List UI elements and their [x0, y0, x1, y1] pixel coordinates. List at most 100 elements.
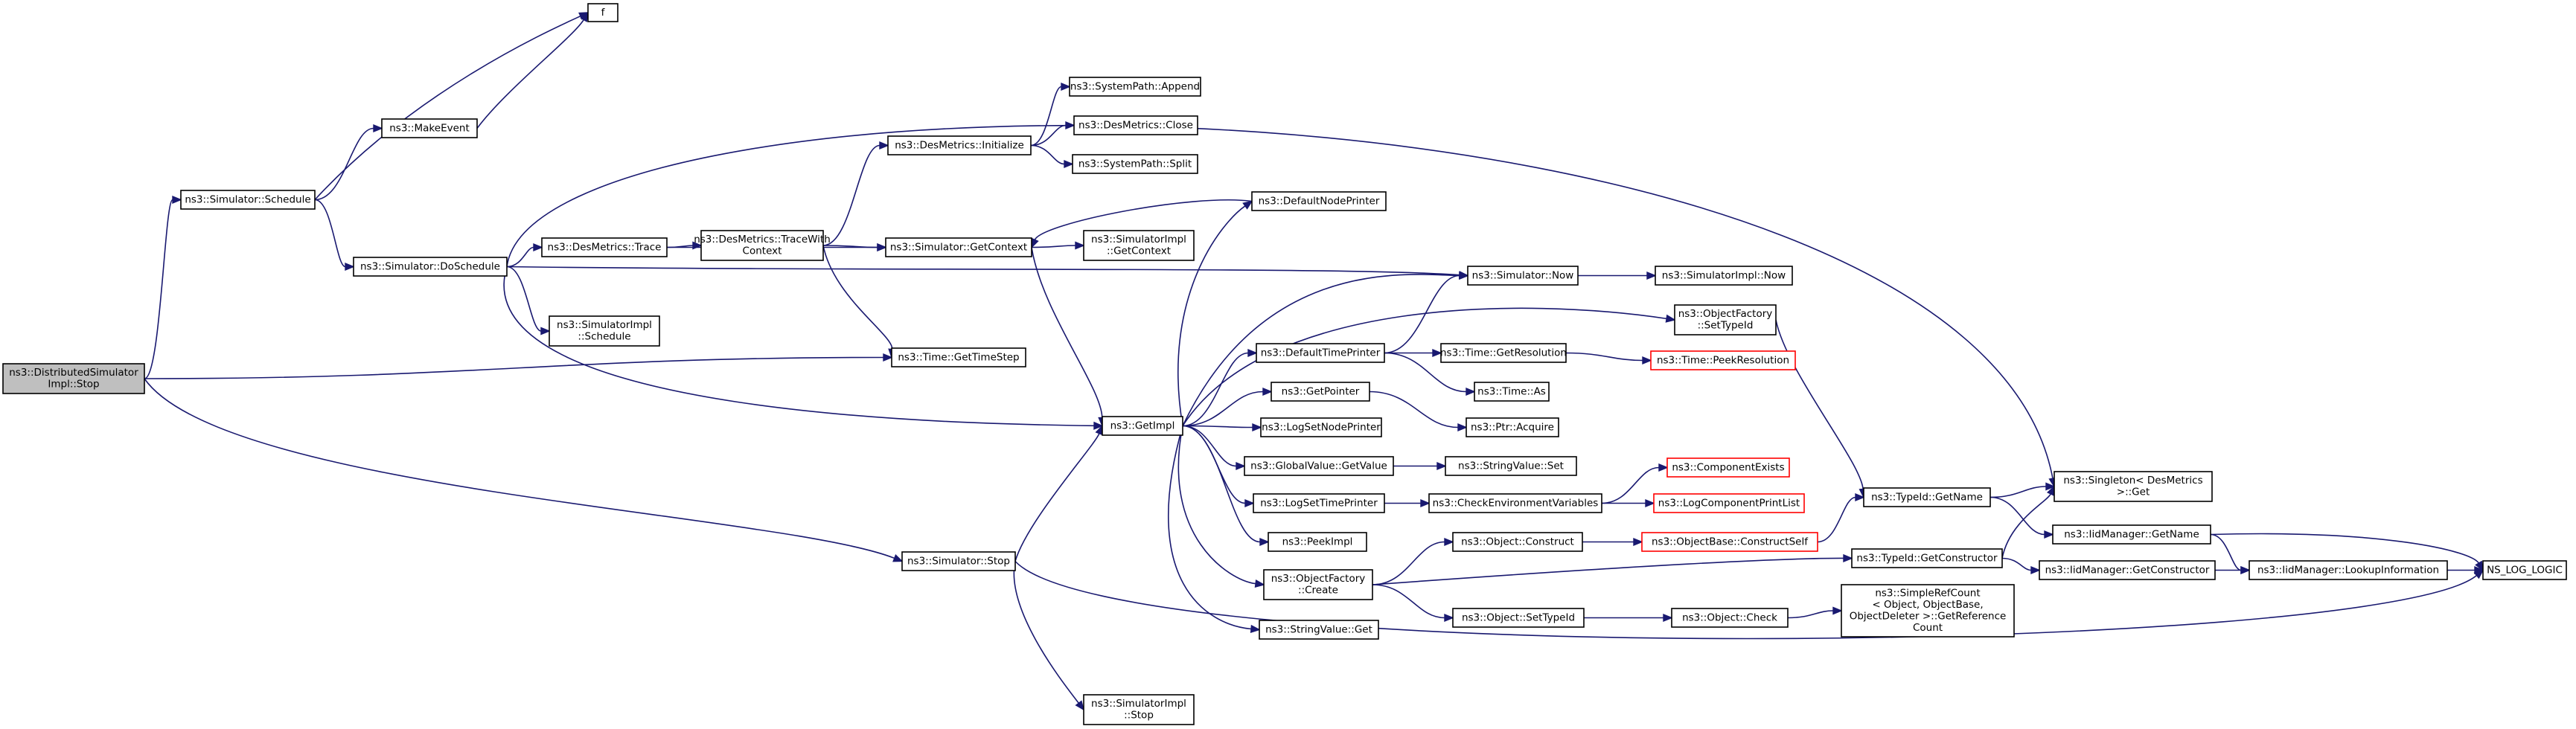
node-sim-stop[interactable]: ns3::Simulator::Stop [901, 551, 1016, 571]
node-log-set-node-printer[interactable]: ns3::LogSetNodePrinter [1260, 417, 1382, 437]
node-box [353, 257, 508, 277]
node-typeid-getctor[interactable]: ns3::TypeId::GetConstructor [1851, 548, 2003, 568]
arrowhead-log_set_time_printer-to-check_env [1420, 498, 1431, 508]
node-ns-log-logic[interactable]: NS_LOG_LOGIC [2482, 560, 2567, 580]
node-get-pointer[interactable]: ns3::GetPointer [1271, 382, 1370, 402]
node-label: ns3::Object::Construct [1461, 536, 1574, 547]
call-edge-do_schedule-to-simimpl_schedule [506, 266, 542, 332]
node-obj-check[interactable]: ns3::Object::Check [1671, 608, 1789, 628]
node-box [1445, 456, 1577, 476]
node-box [1256, 343, 1385, 363]
node-make-event[interactable]: ns3::MakeEvent [381, 118, 478, 138]
node-sv-get[interactable]: ns3::StringValue::Get [1259, 620, 1379, 640]
node-simimpl-now[interactable]: ns3::SimulatorImpl::Now [1655, 266, 1793, 286]
node-box [1452, 532, 1583, 552]
node-time-getstep[interactable]: ns3::Time::GetTimeStep [891, 347, 1026, 367]
node-obj-settypeid[interactable]: ns3::Object::SetTypeId [1452, 608, 1585, 628]
node-iid-getname[interactable]: ns3::IidManager::GetName [2052, 524, 2211, 545]
call-edge-get_impl-to-of_settypeid [1182, 307, 1667, 426]
node-typeid-getname[interactable]: ns3::TypeId::GetName [1863, 487, 1991, 507]
node-path-split[interactable]: ns3::SystemPath::Split [1072, 154, 1198, 174]
call-edge-des_init-to-path_split [1030, 144, 1065, 165]
node-f[interactable]: f [587, 3, 619, 22]
node-box [1653, 493, 1805, 513]
node-default-node-printer[interactable]: ns3::DefaultNodePrinter [1251, 191, 1387, 211]
node-sim-schedule[interactable]: ns3::Simulator::Schedule [180, 190, 316, 210]
arrowhead-time_getres-to-time_peekres [1642, 356, 1652, 365]
node-label: ::Create [1298, 585, 1338, 597]
node-box [1083, 694, 1195, 725]
node-singleton-get[interactable]: ns3::Singleton< DesMetrics >::Get [2054, 471, 2213, 502]
call-edge-check_env-to-component_exists [1601, 466, 1660, 504]
node-sv-set[interactable]: ns3::StringValue::Set [1445, 456, 1577, 476]
node-do-schedule[interactable]: ns3::Simulator::DoSchedule [353, 257, 508, 277]
arrowhead-get_impl-to-of_settypeid [1665, 314, 1676, 323]
arrowhead-do_schedule-to-simimpl_schedule [540, 327, 551, 335]
node-time-peekres[interactable]: ns3::Time::PeekResolution [1650, 350, 1796, 370]
node-ptr-acquire[interactable]: ns3::Ptr::Acquire [1466, 417, 1559, 437]
arrowhead-get_pointer-to-ptr_acquire [1457, 423, 1468, 432]
arrowhead-default_time_printer-to-sim_now [1459, 271, 1469, 280]
call-edge-make_event-to-f [476, 19, 584, 129]
node-get-impl[interactable]: ns3::GetImpl [1102, 416, 1183, 436]
call-edge-get_impl-to-sim_now [1182, 274, 1460, 426]
node-des-trace[interactable]: ns3::DesMetrics::Trace [541, 237, 668, 257]
arrowhead-typeid_getname-to-iid_getname [2044, 530, 2054, 539]
node-simimpl-stop[interactable]: ns3::SimulatorImpl::Stop [1083, 694, 1195, 725]
node-box [2052, 524, 2211, 545]
node-log-set-time-printer[interactable]: ns3::LogSetTimePrinter [1253, 493, 1385, 513]
call-edge-do_schedule-to-get_impl [503, 266, 1095, 427]
arrowhead-get_impl-to-default_node_printer [1242, 200, 1253, 210]
node-label: Impl::Stop [48, 379, 99, 391]
node-simimpl-schedule[interactable]: ns3::SimulatorImpl::Schedule [549, 315, 660, 347]
call-edge-of_create-to-typeid_getctor [1372, 557, 1844, 585]
node-component-exists[interactable]: ns3::ComponentExists [1666, 457, 1790, 478]
node-objbase-construct-self[interactable]: ns3::ObjectBase::ConstructSelf [1641, 532, 1818, 552]
node-label: ns3::CheckEnvironmentVariables [1433, 497, 1599, 509]
call-edge-get_context-to-get_impl [1031, 247, 1103, 418]
node-label: ns3::Ptr::Acquire [1471, 421, 1554, 433]
call-edge-iid_getname-to-ns_log_logic [2210, 533, 2479, 564]
node-label: ns3::ObjectBase::ConstructSelf [1652, 536, 1809, 547]
node-box [1851, 548, 2003, 568]
node-time-as[interactable]: ns3::Time::As [1474, 382, 1550, 402]
node-default-time-printer[interactable]: ns3::DefaultTimePrinter [1256, 343, 1385, 363]
node-sim-now[interactable]: ns3::Simulator::Now [1467, 266, 1579, 286]
node-box [1428, 493, 1602, 513]
node-simple-ref[interactable]: ns3::SimpleRefCount< Object, ObjectBase,… [1841, 584, 2015, 638]
node-des-close[interactable]: ns3::DesMetrics::Close [1073, 115, 1198, 135]
node-check-env[interactable]: ns3::CheckEnvironmentVariables [1428, 493, 1602, 513]
node-iid-getctor[interactable]: ns3::IidManager::GetConstructor [2039, 560, 2216, 580]
node-label: ns3::Simulator::DoSchedule [360, 260, 500, 272]
node-log-comp-print[interactable]: ns3::LogComponentPrintList [1653, 493, 1805, 513]
node-time-getres[interactable]: ns3::Time::GetResolution [1440, 343, 1567, 363]
node-label: ns3::GetPointer [1282, 385, 1360, 397]
arrowhead-typeid_getname-to-singleton_get [2045, 482, 2056, 491]
arrowhead-get_impl-to-gv_getvalue [1236, 461, 1246, 471]
call-edge-get_impl-to-log_set_node_printer [1182, 425, 1253, 428]
node-label: ns3::Time::GetTimeStep [898, 351, 1019, 363]
call-edge-of_settypeid-to-typeid_getname [1775, 319, 1864, 489]
arrowhead-check_env-to-log_comp_print [1645, 498, 1655, 508]
node-box [1440, 343, 1567, 363]
arrowhead-des_init-to-path_split [1064, 159, 1074, 169]
node-box [1251, 191, 1387, 211]
node-label: ns3::SimpleRefCount [1875, 588, 1980, 600]
node-label: ns3::TypeId::GetName [1871, 491, 1983, 503]
call-edge-des_init-to-des_close [1030, 124, 1067, 147]
node-obj-construct[interactable]: ns3::Object::Construct [1452, 532, 1583, 552]
node-of-settypeid[interactable]: ns3::ObjectFactory::SetTypeId [1674, 304, 1777, 335]
node-iid-lookup[interactable]: ns3::IidManager::LookupInformation [2249, 560, 2448, 580]
node-peek-impl[interactable]: ns3::PeekImpl [1268, 532, 1367, 552]
node-path-append[interactable]: ns3::SystemPath::Append [1069, 77, 1201, 97]
node-simimpl-getcontext[interactable]: ns3::SimulatorImpl::GetContext [1083, 230, 1195, 261]
node-get-context[interactable]: ns3::Simulator::GetContext [885, 237, 1032, 257]
call-edge-sim_stop-to-ns_log_logic [1014, 560, 2478, 640]
node-gv-getvalue[interactable]: ns3::GlobalValue::GetValue [1244, 456, 1394, 476]
node-des-init[interactable]: ns3::DesMetrics::Initialize [887, 135, 1032, 155]
node-label: ns3::Singleton< DesMetrics [2063, 475, 2202, 486]
arrowhead-get_impl-to-peek_impl [1259, 537, 1270, 547]
node-of-create[interactable]: ns3::ObjectFactory::Create [1263, 569, 1373, 600]
